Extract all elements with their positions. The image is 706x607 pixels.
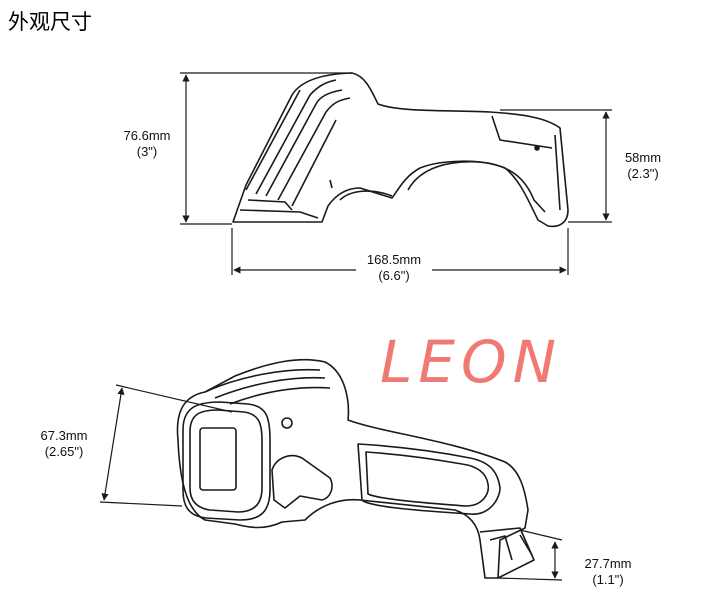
perspective-height-in: (2.65")	[44, 444, 84, 459]
perspective-dimension-lines	[99, 384, 563, 581]
perspective-view-scanner	[176, 358, 535, 579]
base-width-in: (1.1")	[592, 572, 624, 587]
base-width-mm: 27.7mm	[584, 556, 632, 571]
base-width-label: 27.7mm (1.1")	[568, 556, 648, 588]
side-view-dimension-lines	[180, 72, 612, 275]
side-height-in: (3")	[136, 144, 158, 159]
length-label: 168.5mm (6.6")	[356, 252, 432, 284]
perspective-height-mm: 67.3mm	[40, 428, 88, 443]
perspective-height-label: 67.3mm (2.65")	[24, 428, 104, 460]
page-title: 外观尺寸	[8, 10, 92, 34]
grip-height-label: 58mm (2.3")	[612, 150, 674, 182]
side-height-label: 76.6mm (3")	[112, 128, 182, 160]
grip-height-in: (2.3")	[627, 166, 659, 181]
side-height-mm: 76.6mm	[123, 128, 171, 143]
grip-height-mm: 58mm	[624, 150, 662, 165]
length-in: (6.6")	[378, 268, 410, 283]
side-view-scanner	[232, 72, 569, 228]
watermark: LEON	[380, 328, 562, 396]
length-mm: 168.5mm	[366, 252, 422, 267]
